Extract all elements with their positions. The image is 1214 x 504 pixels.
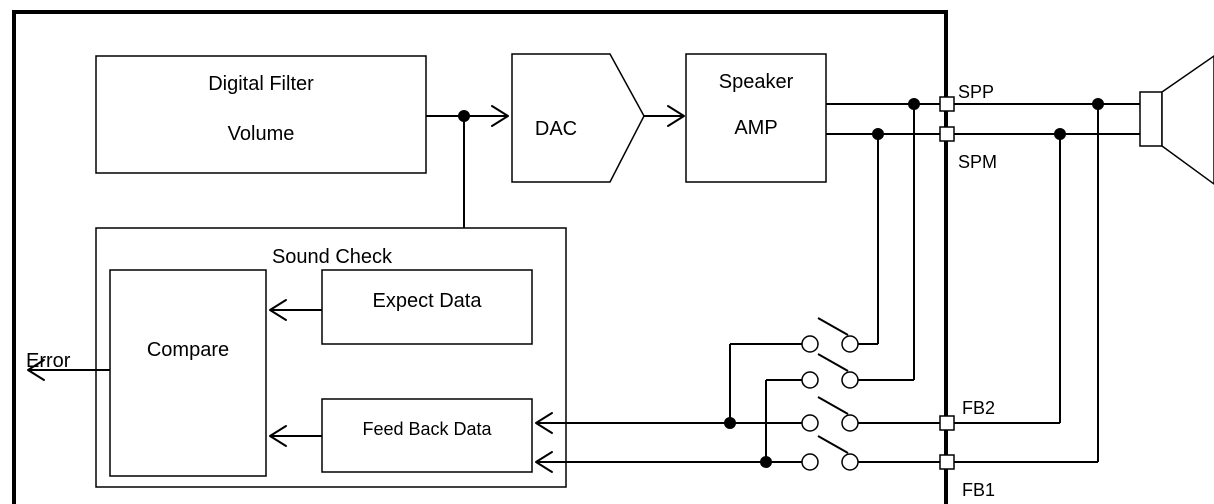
expect-data-label: Expect Data	[373, 290, 483, 312]
feedback-to-compare-arrowhead	[269, 425, 287, 447]
spp-pin	[939, 96, 955, 112]
spm-sense-junction	[872, 128, 884, 140]
switch-spp-sense	[766, 353, 914, 389]
dac-label: DAC	[535, 118, 577, 140]
speaker-label: Speaker	[719, 71, 794, 93]
fb2-pin-label: FB2	[962, 398, 995, 418]
fb1-rail-junction	[760, 456, 772, 468]
dac-to-amp-arrowhead	[667, 105, 685, 127]
fb2-rail-junction	[724, 417, 736, 429]
feedback-data-block	[321, 398, 533, 473]
amp-label: AMP	[734, 117, 777, 139]
spp-pin-label: SPP	[958, 82, 994, 102]
digital-filter-block	[95, 55, 427, 174]
chip-boundary	[12, 10, 948, 504]
feedback-data-label: Feed Back Data	[362, 419, 492, 439]
fb1-to-feedback-arrowhead	[535, 451, 553, 473]
spp-external-junction	[1092, 98, 1104, 110]
spm-pin	[939, 126, 955, 142]
fb2-to-feedback-arrowhead	[535, 412, 553, 434]
speaker-icon	[1139, 55, 1214, 185]
fb2-pin	[939, 415, 955, 431]
sound-check-label: Sound Check	[272, 246, 393, 268]
speaker-amp-block	[685, 53, 827, 183]
switch-spm-sense	[730, 317, 878, 353]
spm-external-junction	[1054, 128, 1066, 140]
error-output-arrowhead	[27, 359, 45, 381]
spp-sense-junction	[908, 98, 920, 110]
error-label: Error	[26, 350, 71, 372]
expect-to-compare-arrowhead	[269, 299, 287, 321]
switch-fb2	[536, 396, 940, 432]
volume-label: Volume	[228, 123, 295, 145]
compare-label: Compare	[147, 339, 229, 361]
spm-pin-label: SPM	[958, 152, 997, 172]
digital-filter-label: Digital Filter	[208, 73, 314, 95]
switch-fb1	[536, 435, 940, 471]
sound-check-label-bg	[250, 238, 414, 268]
fb1-pin-label: FB1	[962, 480, 995, 500]
compare-block	[109, 269, 267, 477]
fb1-pin	[939, 454, 955, 470]
dac-block	[511, 53, 645, 183]
filter-to-dac-arrowhead	[491, 105, 509, 127]
expect-data-block	[321, 269, 533, 345]
